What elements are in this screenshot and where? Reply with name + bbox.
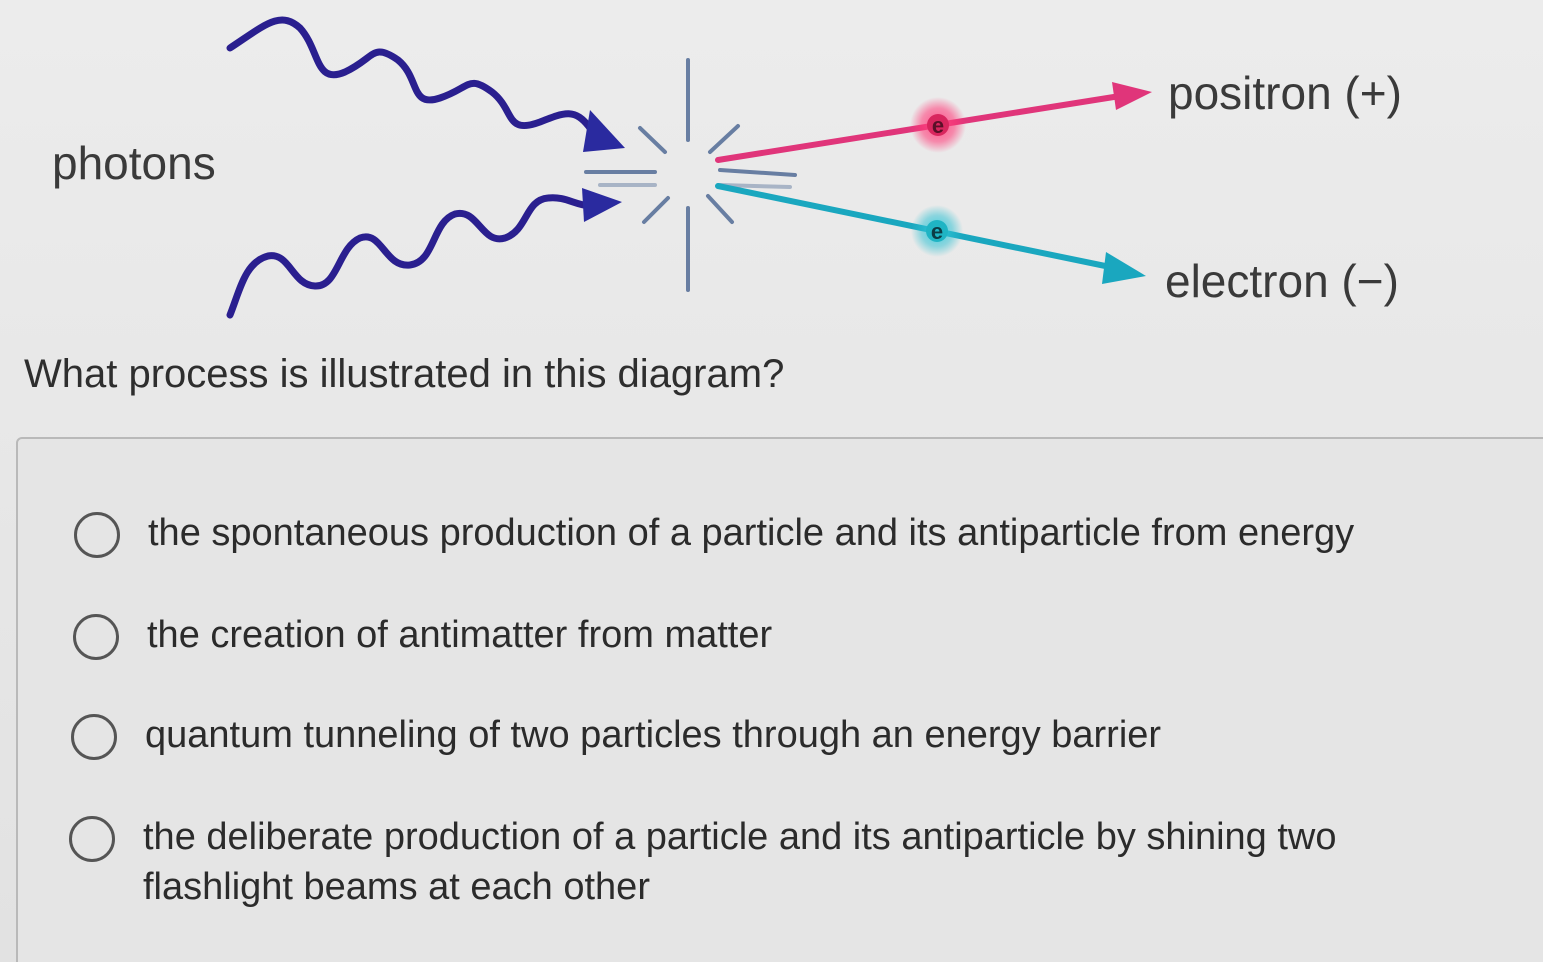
positron-symbol: e <box>932 113 944 138</box>
answer-option-label-2[interactable]: the creation of antimatter from matter <box>147 614 773 656</box>
question-text: What process is illustrated in this diag… <box>24 352 785 396</box>
diagram-graphic: e e <box>226 16 1152 319</box>
answer-option-label-1[interactable]: the spontaneous production of a particle… <box>148 512 1355 554</box>
electron-label: electron (−) <box>1165 255 1399 307</box>
answer-option-2[interactable]: the creation of antimatter from matter <box>73 610 772 660</box>
radio-button-2[interactable] <box>73 614 119 660</box>
radio-button-4[interactable] <box>69 816 115 862</box>
answer-option-4[interactable]: the deliberate production of a particle … <box>69 812 1453 912</box>
photons-label: photons <box>52 137 216 189</box>
answer-option-1[interactable]: the spontaneous production of a particle… <box>74 508 1354 558</box>
answer-option-label-3[interactable]: quantum tunneling of two particles throu… <box>145 714 1162 756</box>
positron-arrowhead <box>1112 82 1152 110</box>
lower-photon-arrowhead <box>582 188 622 222</box>
electron-symbol: e <box>931 219 943 244</box>
answer-options-panel <box>16 437 1543 962</box>
positron-particle <box>927 114 949 136</box>
collision-burst <box>584 58 797 292</box>
answer-option-3[interactable]: quantum tunneling of two particles throu… <box>71 710 1161 760</box>
radio-button-3[interactable] <box>71 714 117 760</box>
lower-photon-wave <box>226 194 594 319</box>
positron-label: positron (+) <box>1168 67 1402 119</box>
pair-production-diagram: e e photons positron (+) electron (−) <box>0 0 1543 340</box>
electron-arrowhead <box>1102 252 1146 284</box>
upper-photon-wave <box>226 16 594 132</box>
electron-particle <box>926 220 948 242</box>
answer-option-label-4[interactable]: the deliberate production of a particle … <box>143 816 1337 908</box>
radio-button-1[interactable] <box>74 512 120 558</box>
upper-photon-arrowhead <box>583 110 625 152</box>
